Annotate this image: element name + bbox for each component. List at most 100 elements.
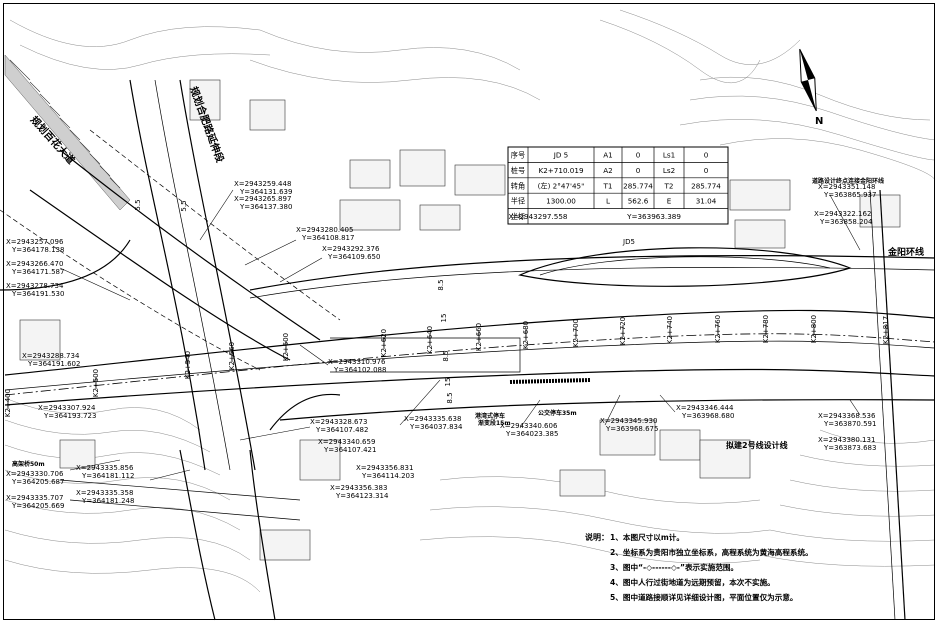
coordinate-y-label: Y=364191.530 [11, 290, 64, 298]
coordinate-y-label: Y=364107.421 [323, 446, 376, 454]
coordinate-x-label: X=2943340.606 [500, 422, 558, 430]
station-label: K2+760 [714, 315, 722, 343]
road-label-line2: 拟建2号线设计线 [726, 440, 788, 450]
coordinate-y-label: Y=364037.834 [409, 423, 463, 431]
station-label: K2+780 [762, 315, 770, 343]
dimension-label: 5.5 [134, 199, 142, 210]
dimension-labels: 8.5 15 8.5 15 8.5 5.5 5.5 [134, 199, 454, 403]
curve-table-cell: 562.6 [628, 197, 649, 206]
coordinate-x-label: X=2943356.383 [330, 484, 387, 492]
coordinate-x-label: X=2943345.930 [600, 417, 657, 425]
dimension-label: 5.5 [180, 200, 188, 211]
north-label: N [815, 116, 823, 127]
notes-line: 2、坐标系为贵阳市独立坐标系，高程系统为黄海高程系统。 [610, 547, 813, 557]
coordinate-x-label: X=2943340.659 [318, 438, 375, 446]
curve-table-cell: 0 [704, 166, 709, 175]
coordinate-y-label: Y=363968.675 [605, 425, 658, 433]
road-label-jinyang: 金阳环线 [887, 246, 924, 258]
curve-table-cell: K2+710.019 [538, 166, 583, 175]
coordinate-x-label: X=2943330.706 [6, 470, 64, 478]
coordinate-y-label: Y=364114.203 [361, 472, 414, 480]
cross-roads [0, 79, 906, 621]
station-label: K2+400 [4, 389, 12, 417]
coordinate-y-label: Y=363858.204 [819, 218, 873, 226]
curve-table-cell: 285.774 [691, 181, 721, 190]
coordinate-x-label: X=2943322.162 [814, 210, 871, 218]
notes-line: 1、本图尺寸以m计。 [610, 532, 684, 542]
note-bus-length: 公交停车35m [538, 409, 577, 417]
coordinate-labels: X=2943259.448Y=364131.639X=2943265.897Y=… [6, 180, 876, 510]
coordinate-y-label: Y=364107.482 [315, 426, 368, 434]
building-footprints [19, 79, 901, 561]
curve-table-cell: (左) 2°47'45" [538, 181, 585, 190]
note-entrance: 高架桥50m [12, 460, 45, 468]
curve-table-cell: L [606, 197, 610, 206]
station-ticks [7, 323, 887, 409]
jd-label: JD5 [622, 238, 635, 246]
station-label: K2+600 [282, 333, 290, 361]
jd5-interchange-lens [518, 247, 852, 287]
curve-table-cell: A2 [603, 166, 613, 175]
note-trans: 渐变段15m [478, 419, 511, 427]
coordinate-x-label: X=2943259.448 [234, 180, 291, 188]
coordinate-y-label: Y=364205.687 [11, 478, 64, 486]
curve-table-cell: 半径 [511, 197, 525, 206]
curve-table-cell: 285.774 [623, 181, 653, 190]
coordinate-x-label: X=2943335.358 [76, 489, 133, 497]
general-notes: 说明：1、本图尺寸以m计。2、坐标系为贵阳市独立坐标系，高程系统为黄海高程系统。… [585, 532, 813, 602]
curve-table-cell: Y=363963.389 [626, 212, 681, 221]
curve-table-cell: 0 [636, 151, 641, 160]
note-bus-stop: 港湾式停车 [475, 412, 505, 420]
coordinate-x-label: X=2943265.897 [234, 195, 291, 203]
coordinate-y-label: Y=363968.680 [681, 412, 734, 420]
coordinate-x-label: X=2943335.707 [6, 494, 63, 502]
coordinate-x-label: X=2943335.638 [404, 415, 461, 423]
main-road [4, 254, 936, 421]
dimension-label: 15 [444, 378, 452, 387]
slope-hatch [4, 54, 131, 211]
station-label: K2+620 [380, 329, 388, 357]
dimension-label: 8.5 [437, 279, 445, 290]
road-label-turn: 道路设计终点连接金阳环线 [812, 177, 884, 185]
station-label: K2+720 [619, 317, 627, 345]
curve-table-cell: T1 [603, 181, 613, 190]
coordinate-x-label: X=2943307.924 [38, 404, 96, 412]
dimension-label: 8.5 [446, 392, 454, 403]
coordinate-y-label: Y=364023.385 [505, 430, 558, 438]
curve-table-cell: Ls2 [663, 166, 675, 175]
station-label: K2+700 [572, 319, 580, 347]
coordinate-x-label: X=2943356.831 [356, 464, 413, 472]
curve-table-cell: E [667, 197, 672, 206]
coordinate-x-label: X=2943368.536 [818, 412, 876, 420]
coordinate-y-label: Y=364131.639 [239, 188, 292, 196]
notes-line: 5、图中道路接顺详见详细设计图，平面位置仅为示意。 [610, 592, 798, 602]
station-label: K2+640 [426, 326, 434, 354]
station-label: K2+500 [92, 369, 100, 397]
coordinate-y-label: Y=364108.817 [301, 234, 354, 242]
station-label: K2+560 [228, 342, 236, 370]
coordinate-y-label: Y=364193.723 [43, 412, 96, 420]
coordinate-y-label: Y=364181.112 [81, 472, 134, 480]
station-label: K2+660 [475, 323, 483, 351]
curve-table-cell: 序号 [511, 151, 525, 160]
coordinate-y-label: Y=364181.248 [81, 497, 134, 505]
coordinate-y-label: Y=364109.650 [327, 253, 380, 261]
curve-table-cell: A1 [603, 151, 613, 160]
curve-table-cell: 0 [636, 166, 641, 175]
curve-table-cell: 31.04 [696, 197, 717, 206]
coordinate-y-label: Y=364205.669 [11, 502, 64, 510]
coordinate-x-label: X=2943266.470 [6, 260, 63, 268]
terrain-contours [4, 9, 936, 593]
curve-table-cell: T2 [664, 181, 674, 190]
curve-table-cell: X=2943297.558 [509, 212, 568, 221]
coordinate-x-label: X=2943257.096 [6, 238, 64, 246]
coordinate-x-label: X=2943292.376 [322, 245, 380, 253]
coordinate-x-label: X=2943346.444 [676, 404, 734, 412]
notes-line: 3、图中“-◇------◇-”表示实施范围。 [610, 562, 738, 572]
coordinate-x-label: X=2943278.734 [6, 282, 64, 290]
dimension-label: 15 [440, 314, 448, 323]
dimension-label: 8.5 [442, 350, 450, 361]
